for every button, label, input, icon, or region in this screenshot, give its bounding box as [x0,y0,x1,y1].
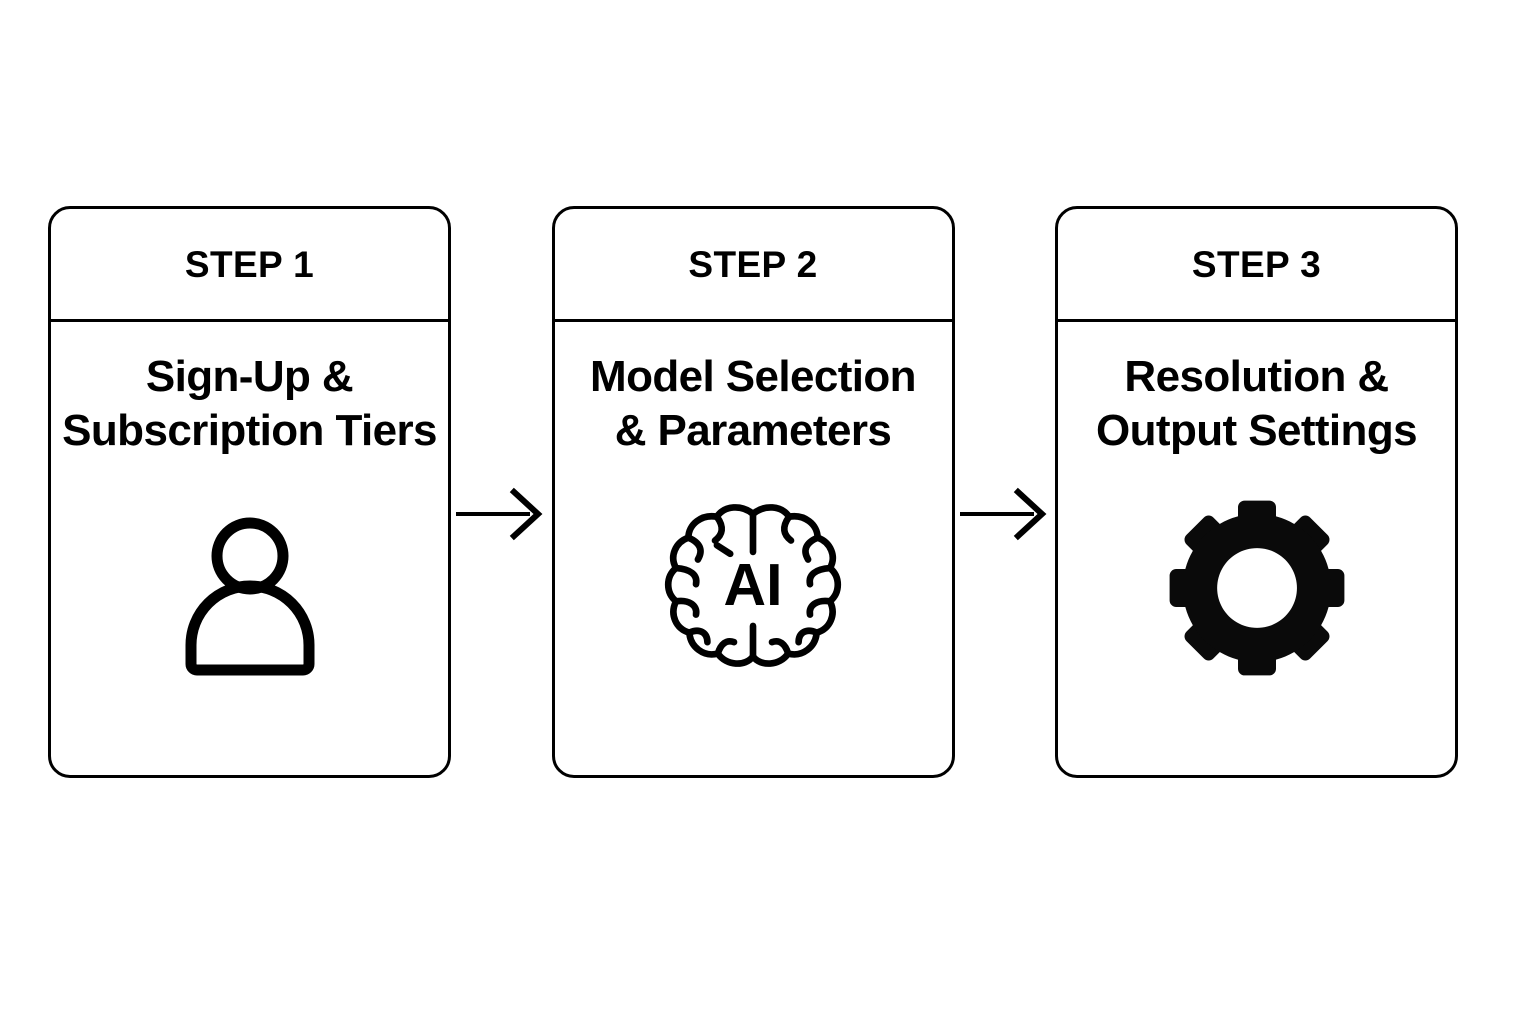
step-card-3-header: STEP 3 [1058,209,1455,322]
step-card-1-header: STEP 1 [51,209,448,322]
gear-icon [1157,488,1357,688]
step-card-1-title: Sign-Up & Subscription Tiers [62,352,437,455]
brain-ai-icon-label: AI [724,553,783,618]
step-flow-row: STEP 1 Sign-Up & Subscription Tiers [48,206,1458,778]
step-card-2-header-label: STEP 2 [688,243,818,285]
step-card-1-header-label: STEP 1 [184,243,315,285]
step-card-2-title: Model Selection & Parameters [590,352,917,455]
step-card-3[interactable]: STEP 3 Resolution & Output Settings [1055,206,1458,778]
brain-ai-icon: AI [653,488,853,688]
step-card-1[interactable]: STEP 1 Sign-Up & Subscription Tiers [48,206,451,778]
step-card-1-body: Sign-Up & Subscription Tiers [51,322,448,775]
step-card-3-header-label: STEP 3 [1191,243,1322,285]
step-card-2-header: STEP 2 [554,209,952,322]
step-card-3-title: Resolution & Output Settings [1096,352,1418,455]
arrow-step2-to-step3 [955,206,1055,778]
step-card-2[interactable]: STEP 2 Model Selection & Parameters [551,206,955,778]
user-icon [150,488,350,688]
arrow-step1-to-step2 [451,206,551,778]
step-card-2-body: Model Selection & Parameters [555,322,952,775]
step-card-3-body: Resolution & Output Settings [1058,322,1455,775]
